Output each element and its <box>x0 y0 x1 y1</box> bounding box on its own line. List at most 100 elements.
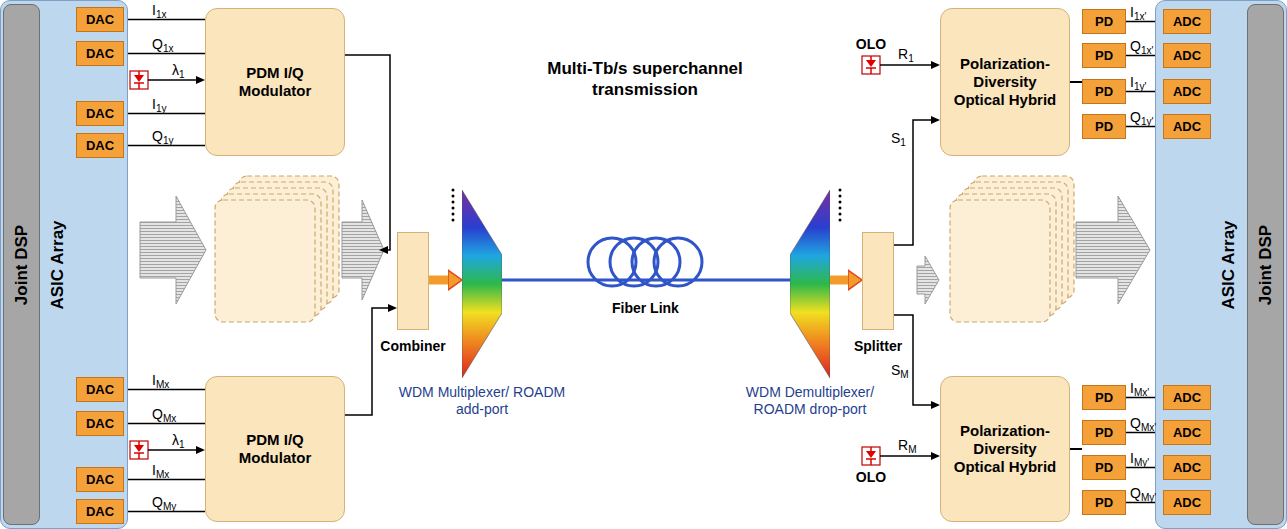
wavelength-label: λ1 <box>172 432 185 453</box>
signal-name: R1 <box>898 46 914 67</box>
signal-line <box>894 315 931 405</box>
signal-name: RM <box>898 437 917 458</box>
signal-subscript: My' <box>1141 492 1156 503</box>
signal-letter: Q <box>152 36 163 52</box>
module-stack <box>215 176 1074 322</box>
node-text: PD <box>1095 84 1113 99</box>
signal-letter: Q <box>1130 485 1141 501</box>
joint-dsp-bar: Joint DSP <box>1247 4 1284 525</box>
node-text: PD <box>1095 119 1113 134</box>
signal-letter: Q <box>152 494 163 510</box>
laser-symbol <box>130 441 148 459</box>
signal-letter: I <box>152 372 156 388</box>
signal-letter: I <box>152 462 156 478</box>
channel-dots <box>452 207 455 210</box>
signal-name: Q1x' <box>1130 38 1153 59</box>
node-text: Polarization-Diversity Optical Hybrid <box>953 422 1058 476</box>
signal-letter: Q <box>152 406 163 422</box>
node-text: DAC <box>86 12 114 27</box>
channel-dots <box>452 189 842 222</box>
channel-dots <box>839 213 842 216</box>
laser-symbol <box>866 451 876 458</box>
signal-line <box>1070 81 1082 83</box>
node-text: ADC <box>1173 14 1201 29</box>
signal-line <box>1070 81 1082 83</box>
laser-symbol <box>862 447 880 465</box>
signal-name: SM <box>891 362 909 383</box>
signal-subscript: M <box>908 444 916 455</box>
fiber-label: Fiber Link <box>612 300 679 316</box>
signal-name: Q1y' <box>1130 109 1153 130</box>
signal-subscript: 1 <box>900 137 906 148</box>
signal-name: Q1y <box>152 128 174 149</box>
node-text: Joint DSP <box>12 224 32 304</box>
channel-dots <box>839 195 842 198</box>
signal-subscript: Mx <box>156 379 169 390</box>
signal-name: QMy <box>152 494 176 515</box>
signal-subscript: Mx <box>163 413 176 424</box>
coupler-box: Splitter <box>862 232 894 330</box>
signal-letter: R <box>898 437 908 453</box>
node-text: ADC <box>1173 425 1201 440</box>
converter-box: DAC <box>76 7 124 32</box>
signal-subscript: 1x <box>156 9 167 20</box>
signal-name: I1x <box>152 2 167 23</box>
signal-subscript: 1y' <box>1134 81 1147 92</box>
laser-symbol <box>130 71 148 89</box>
converter-box: DAC <box>76 133 124 158</box>
laser-symbol <box>866 447 876 465</box>
signal-line <box>1070 448 1082 450</box>
signal-subscript: 1 <box>179 69 185 80</box>
channel-dots <box>452 189 455 192</box>
optical-block: PDM I/Q Modulator <box>205 376 345 522</box>
signal-letter: R <box>898 46 908 62</box>
node-text: ADC <box>1173 48 1201 63</box>
converter-box: ADC <box>1163 43 1211 68</box>
signal-name: Q1x <box>152 36 174 57</box>
laser-line <box>148 79 196 81</box>
laser-line <box>880 64 931 66</box>
signal-name: I1y' <box>1130 74 1146 95</box>
converter-box: ADC <box>1163 420 1211 445</box>
converter-box: DAC <box>76 377 124 402</box>
signal-letter: S <box>891 362 900 378</box>
wdm-prism: WDM Demultiplexer/ ROADM drop-port <box>790 190 830 378</box>
node-text: PD <box>1095 425 1113 440</box>
node-text: PD <box>1095 390 1113 405</box>
flow-arrow <box>1076 196 1150 304</box>
flow-arrow <box>140 196 206 304</box>
signal-letter: Q <box>1130 415 1141 431</box>
module-stack <box>950 200 1050 322</box>
signal-subscript: 1 <box>179 439 185 450</box>
converter-box: ADC <box>1163 79 1211 104</box>
laser-symbol <box>134 75 144 82</box>
converter-box: PD <box>1082 79 1126 104</box>
flow-arrow <box>917 256 939 304</box>
wdm-prism-shape <box>790 190 830 378</box>
channel-dots <box>452 213 455 216</box>
wdm-prism-shape <box>462 190 502 378</box>
signal-line <box>1070 448 1082 450</box>
signal-letter: I <box>1130 4 1134 20</box>
converter-box: DAC <box>76 467 124 492</box>
node-text: ADC <box>1173 460 1201 475</box>
laser-symbol <box>866 60 876 67</box>
node-text: ADC <box>1173 119 1201 134</box>
wdm-prism: WDM Multiplexer/ ROADM add-port <box>462 190 502 378</box>
laser-symbol <box>134 441 144 459</box>
node-text: DAC <box>86 504 114 519</box>
laser-symbol <box>134 71 144 89</box>
signal-subscript: 1 <box>908 53 914 64</box>
node-text: DAC <box>86 106 114 121</box>
node-text: DAC <box>86 46 114 61</box>
signal-letter: Q <box>152 128 163 144</box>
converter-box: PD <box>1082 455 1126 480</box>
converter-box: PD <box>1082 9 1126 34</box>
node-text: ADC <box>1173 84 1201 99</box>
converter-box: DAC <box>76 101 124 126</box>
signal-line <box>1070 81 1082 83</box>
channel-dots <box>839 189 842 192</box>
converter-box: DAC <box>76 41 124 66</box>
channel-dots <box>452 195 455 198</box>
